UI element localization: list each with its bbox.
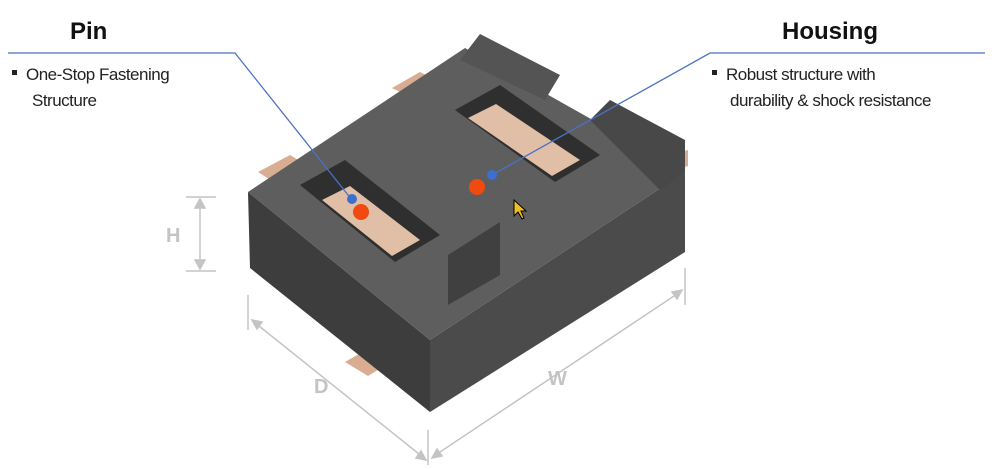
pin-marker-red	[353, 204, 369, 220]
bullet-icon	[12, 70, 17, 76]
housing-description-line2: durability & shock resistance	[730, 91, 931, 110]
pin-description: One-Stop Fastening Structure	[12, 62, 170, 114]
width-label: W	[548, 368, 567, 390]
dimension-lines	[186, 196, 686, 465]
housing-marker-red	[469, 179, 485, 195]
housing-slot	[448, 222, 500, 305]
height-label: H	[166, 225, 181, 247]
housing-marker-blue	[487, 170, 497, 180]
housing-description-line1: Robust structure with	[726, 65, 876, 84]
housing-description: Robust structure with durability & shock…	[712, 62, 931, 114]
housing-leader-line	[491, 52, 985, 176]
pin-description-line1: One-Stop Fastening	[26, 65, 170, 84]
bullet-icon	[712, 70, 717, 76]
depth-label: D	[314, 376, 329, 398]
housing-top-face	[248, 48, 685, 340]
pin-spring-right	[468, 104, 580, 176]
cursor-icon	[513, 198, 528, 220]
housing-title: Housing	[782, 18, 878, 45]
pin-marker-blue	[347, 194, 357, 204]
housing-right-face	[430, 172, 685, 412]
pin-leader-line	[8, 52, 353, 201]
housing-left-face	[248, 192, 430, 412]
pin-description-line2: Structure	[32, 91, 97, 110]
pin-title: Pin	[70, 18, 108, 45]
housing-right-wall	[590, 100, 685, 190]
housing-back-wall	[460, 34, 560, 100]
pin-spring-left	[322, 186, 420, 256]
